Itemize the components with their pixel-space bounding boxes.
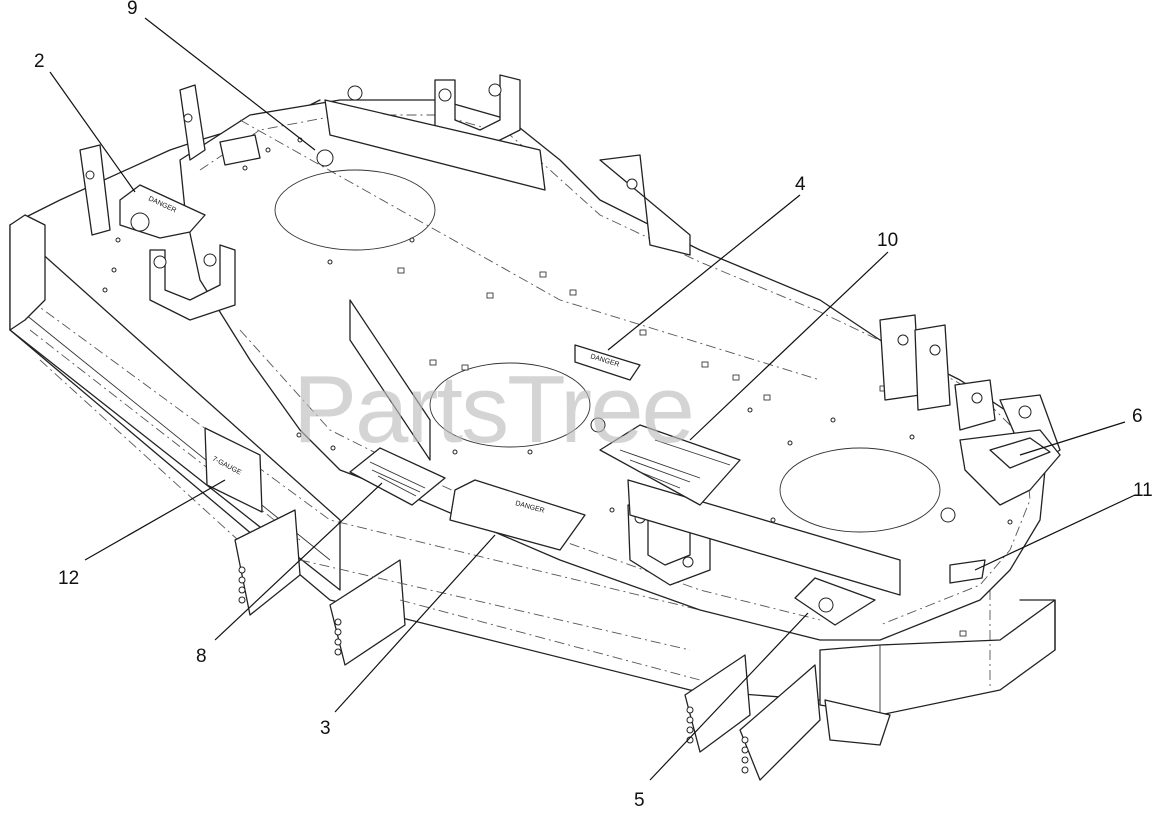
callouts: 9 2 4 10 6 11 12 8 3 5 — [34, 0, 1153, 811]
decal-8 — [349, 447, 446, 506]
callout-3: 3 — [320, 718, 331, 739]
callout-6: 6 — [1132, 406, 1143, 427]
callout-11: 11 — [1133, 480, 1153, 501]
decal-10 — [599, 424, 741, 506]
callout-12: 12 — [58, 568, 79, 589]
callout-4: 4 — [795, 174, 806, 195]
decal-3: DANGER — [449, 479, 586, 551]
decal-rear — [219, 134, 261, 166]
decal-6 — [989, 437, 1051, 469]
decal-12: 7-GAUGE — [204, 427, 263, 513]
callout-2: 2 — [34, 51, 45, 72]
callout-8: 8 — [196, 646, 207, 667]
decals: DANGER DANGER DANGER — [119, 134, 1051, 626]
decal-4: DANGER — [574, 344, 641, 381]
decal-11 — [949, 559, 986, 584]
deck-slots — [397, 267, 967, 637]
leader-lines — [49, 17, 1136, 781]
decal-2: DANGER — [119, 184, 206, 239]
callout-9: 9 — [127, 0, 138, 19]
callout-5: 5 — [634, 790, 645, 811]
watermark: PartsTree — [293, 356, 693, 463]
height-adjust-brackets — [234, 509, 821, 781]
callout-10: 10 — [877, 230, 898, 251]
decal-5 — [794, 577, 876, 626]
